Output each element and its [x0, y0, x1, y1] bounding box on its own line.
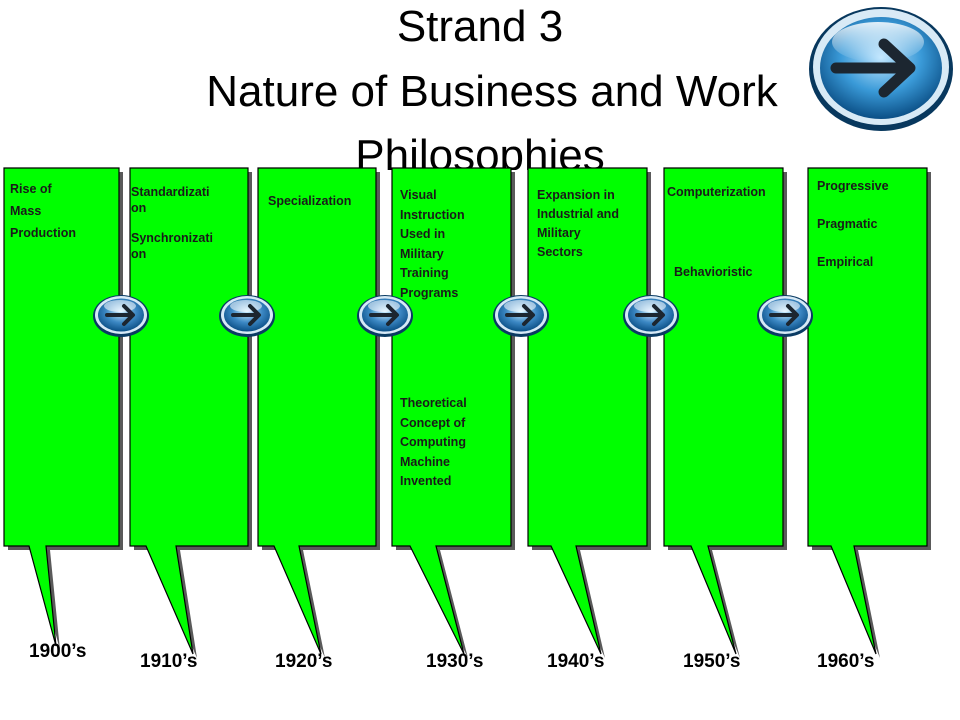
decade-1960s-text: Progressive Pragmatic Empirical — [817, 177, 927, 272]
text-line: Military — [537, 226, 581, 240]
text-line: Computing — [400, 435, 466, 449]
text-line: Empirical — [817, 255, 874, 269]
text-line: Theoretical — [400, 396, 467, 410]
year-label-1960s: 1960’s — [817, 651, 875, 672]
text-line: Synchronizati — [131, 231, 213, 245]
text-line: Concept of — [400, 415, 466, 430]
next-arrow-button-6[interactable] — [756, 292, 814, 338]
text-line: Machine — [400, 454, 451, 469]
next-arrow-button-5[interactable] — [622, 292, 680, 338]
text-line: Used in — [400, 227, 446, 241]
year-label-1950s: 1950’s — [683, 651, 741, 672]
text-line: Progressive — [817, 179, 889, 193]
year-label-1940s: 1940’s — [547, 651, 605, 672]
text-line: Military — [400, 246, 444, 261]
title-line-3: Philosophies — [355, 131, 605, 171]
text-line: on — [131, 247, 147, 261]
decade-1910s-text: Standardizati on Synchronizati on — [131, 184, 243, 262]
decade-1950s-text-2: Behavioristic — [674, 263, 784, 282]
next-arrow-button-4[interactable] — [492, 292, 550, 338]
decade-1920s-text: Specialization — [268, 192, 376, 211]
text-line: Invented — [400, 474, 452, 488]
text-line: Specialization — [268, 194, 352, 208]
decade-1900s-text: Rise of Mass Production — [10, 178, 110, 244]
title-line-2: Nature of Business and Work — [206, 67, 778, 116]
text-line: Training — [400, 266, 449, 280]
text-line: Behavioristic — [674, 265, 753, 279]
year-label-1900s: 1900’s — [29, 641, 87, 662]
title-line-1: Strand 3 — [396, 2, 564, 51]
next-slide-button[interactable] — [806, 2, 956, 132]
text-line: Standardizati — [131, 185, 210, 199]
text-line: Industrial and — [537, 207, 619, 221]
arrow-right-icon — [830, 38, 916, 98]
callout-1950s — [663, 167, 784, 655]
text-line: on — [131, 201, 147, 215]
decade-1950s-text: Computerization — [667, 183, 797, 202]
text-line: Production — [10, 226, 76, 240]
text-line: Rise of — [10, 182, 52, 196]
next-arrow-button-3[interactable] — [356, 292, 414, 338]
decade-1930s-text: Visual Instruction Used in Military Trai… — [400, 186, 508, 303]
year-label-1930s: 1930’s — [426, 651, 484, 672]
text-line: Expansion in — [537, 188, 615, 202]
decade-1930s-text-2: Theoretical Concept of Computing Machine… — [400, 394, 508, 492]
text-line: Instruction — [400, 207, 465, 222]
text-line: Visual — [400, 188, 437, 202]
callout-1920s — [257, 167, 377, 655]
slide-title: Strand 3 Nature of Business and Work Phi… — [0, 0, 960, 171]
next-arrow-button-2[interactable] — [218, 292, 276, 338]
next-arrow-button-1[interactable] — [92, 292, 150, 338]
text-line: Pragmatic — [817, 217, 878, 231]
decade-1940s-text: Expansion in Industrial and Military Sec… — [537, 186, 647, 262]
year-label-1920s: 1920’s — [275, 651, 333, 672]
text-line: Sectors — [537, 245, 583, 259]
text-line: Mass — [10, 204, 42, 218]
text-line: Computerization — [667, 185, 766, 199]
year-label-1910s: 1910’s — [140, 651, 198, 672]
